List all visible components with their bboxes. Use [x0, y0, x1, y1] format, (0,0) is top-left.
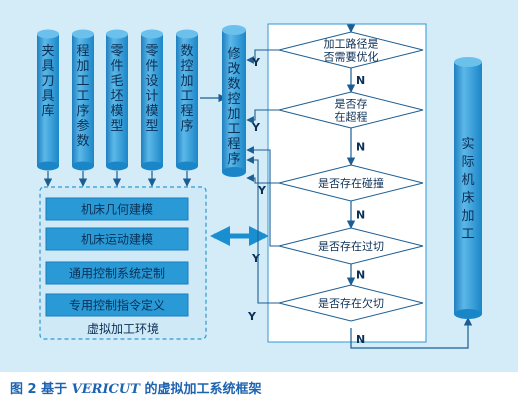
svg-text:机床几何建模: 机床几何建模	[81, 203, 153, 217]
environment-module: 机床几何建模	[45, 197, 189, 221]
yes-feedback-arrow	[246, 174, 279, 184]
svg-text:是否存在过切: 是否存在过切	[318, 239, 384, 253]
yes-feedback-arrow	[246, 146, 279, 247]
to-machining-arrow	[350, 317, 473, 349]
svg-text:是否存: 是否存	[335, 97, 368, 111]
input-cylinder-nc-program: 数控加工程序	[176, 29, 198, 171]
svg-text:在超程: 在超程	[335, 110, 368, 124]
final-no-label: N	[356, 333, 365, 346]
yes-label: Y	[251, 252, 261, 265]
svg-text:机床运动建模: 机床运动建模	[81, 233, 153, 247]
environment-module: 机床运动建模	[45, 227, 189, 251]
figure-number: 图 2	[10, 382, 37, 397]
svg-text:否需要优化: 否需要优化	[324, 50, 379, 64]
yes-feedback-arrow	[246, 49, 279, 64]
yes-label: Y	[247, 310, 257, 323]
yes-feedback-arrow	[246, 109, 279, 124]
environment-module: 专用控制指令定义	[45, 293, 189, 317]
caption-prefix: 基于	[41, 382, 68, 397]
svg-text:修改数控加工程序: 修改数控加工程序	[227, 47, 240, 167]
yes-label: Y	[257, 184, 267, 197]
svg-text:通用控制系统定制: 通用控制系统定制	[69, 266, 165, 281]
no-label: N	[356, 209, 365, 222]
input-cylinder-fixtures: 夹具刀具库	[37, 29, 59, 171]
input-label: 程加工工序参数	[76, 44, 89, 149]
actual-machining-cylinder: 实际机床加工	[454, 57, 482, 319]
no-label: N	[356, 74, 365, 87]
svg-text:是否存在碰撞: 是否存在碰撞	[318, 176, 384, 190]
svg-text:专用控制指令定义: 专用控制指令定义	[69, 298, 165, 313]
svg-text:是否存在欠切: 是否存在欠切	[318, 296, 384, 310]
input-label: 夹具刀具库	[41, 44, 54, 119]
svg-text:加工路径是: 加工路径是	[324, 38, 379, 51]
caption-software: VERICUT	[71, 382, 140, 397]
yes-label: Y	[251, 121, 261, 134]
environment-module: 通用控制系统定制	[45, 261, 189, 285]
input-label: 数控加工程序	[180, 44, 193, 134]
figure-caption: 图 2 基于 VERICUT 的虚拟加工系统框架	[10, 378, 261, 397]
yes-feedback-arrow	[246, 156, 279, 304]
environment-title: 虚拟加工环境	[87, 321, 159, 336]
input-label: 零件毛坯模型	[110, 44, 123, 134]
input-cylinder-blank-model: 零件毛坯模型	[106, 29, 128, 171]
input-cylinder-part-design-model: 零件设计模型	[141, 29, 163, 171]
no-label: N	[356, 141, 365, 154]
caption-suffix: 的虚拟加工系统框架	[144, 382, 262, 397]
svg-text:实际机床加工: 实际机床加工	[461, 137, 474, 242]
yes-label: Y	[251, 56, 261, 69]
decision-overcut: 是否存在过切	[278, 227, 424, 265]
decision-undercut: 是否存在欠切	[278, 284, 424, 322]
no-label: N	[356, 269, 365, 282]
input-cylinder-process-params: 程加工工序参数	[72, 29, 94, 171]
modify-program-cylinder: 修改数控加工程序	[222, 25, 246, 177]
input-label: 零件设计模型	[145, 44, 158, 134]
